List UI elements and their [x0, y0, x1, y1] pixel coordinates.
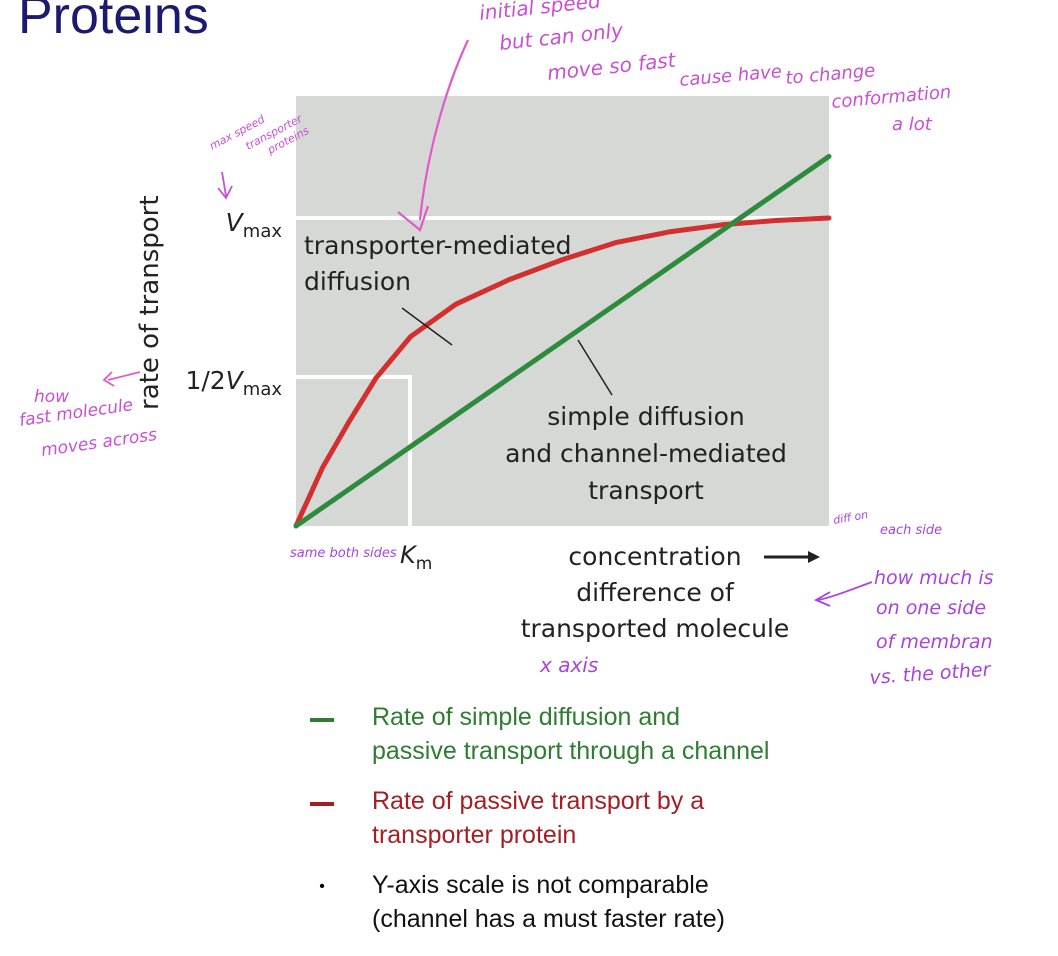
- note-diff-2: each side: [880, 523, 942, 538]
- annotation-arrow-how-fast-icon: [102, 371, 141, 387]
- legend-item-note: • Y-axis scale is not comparable (channe…: [310, 868, 930, 936]
- note-cause-3: conformation: [831, 82, 952, 113]
- note-cause-2: to change: [785, 60, 877, 89]
- note-how-fast-3: moves across: [40, 425, 158, 461]
- annotation-arrow-initial-speed: [418, 39, 469, 221]
- note-how-much-2: on one side: [876, 597, 986, 619]
- note-initial-speed-3: move so fast: [546, 48, 678, 85]
- legend-swatch-red: [310, 802, 334, 806]
- x-axis-label-line-1: concentration: [568, 542, 741, 571]
- legend-text-note: Y-axis scale is not comparable (channel …: [372, 871, 725, 933]
- note-cause-4: a lot: [892, 114, 933, 135]
- kinetics-chart: transporter-mediated diffusion simple di…: [18, 0, 994, 689]
- note-same-both-sides: same both sides: [290, 546, 397, 561]
- simple-leader-line: [577, 339, 613, 396]
- note-how-much-4: vs. the other: [869, 659, 992, 689]
- annotation-arrowhead-initial-speed-icon: [397, 205, 430, 232]
- series-layer: [293, 153, 832, 529]
- annotation-arrow-max-speed-icon: [217, 171, 233, 200]
- slide-title: Proteins: [18, 0, 209, 45]
- half-vmax-km-line: [296, 375, 412, 526]
- simple-label-line-2: and channel-mediated: [505, 439, 787, 468]
- simple-label-line-3: transport: [588, 476, 704, 505]
- series-simple-diffusion-line: [293, 153, 832, 529]
- series-transporter-line: [293, 215, 832, 529]
- note-initial-speed-2: but can only: [498, 18, 625, 55]
- note-how-much-3: of membran: [876, 631, 993, 653]
- x-axis-label-line-3: transported molecule: [521, 614, 790, 643]
- y-tick-half-vmax: 1/2Vmax: [185, 366, 282, 400]
- legend-item-transporter: Rate of passive transport by a transport…: [310, 784, 930, 852]
- x-tick-km: Km: [400, 541, 432, 574]
- simple-label-line-1: simple diffusion: [547, 402, 744, 431]
- legend: Rate of simple diffusion and passive tra…: [310, 700, 930, 952]
- annotation-arrow-how-much-icon: [813, 581, 873, 607]
- legend-item-simple-diffusion: Rate of simple diffusion and passive tra…: [310, 700, 930, 768]
- note-how-fast-1: how: [34, 387, 69, 407]
- note-how-much-1: how much is: [874, 567, 994, 589]
- note-cause-1: cause have: [679, 61, 783, 91]
- y-axis-label: rate of transport: [135, 195, 165, 410]
- transporter-label-line-2: diffusion: [304, 267, 411, 296]
- x-axis-label-line-2: difference of: [576, 578, 735, 607]
- x-axis-arrow-icon: [764, 551, 820, 563]
- legend-text-simple-diffusion: Rate of simple diffusion and passive tra…: [372, 703, 770, 765]
- y-tick-vmax: Vmax: [226, 208, 283, 242]
- transporter-label-line-1: transporter-mediated: [304, 231, 572, 260]
- plot-area: [296, 96, 829, 526]
- bullet-icon: •: [319, 878, 325, 895]
- legend-text-transporter: Rate of passive transport by a transport…: [372, 787, 705, 849]
- note-x-axis: x axis: [539, 653, 598, 677]
- legend-swatch-green: [310, 718, 334, 722]
- note-diff-1: diff on: [832, 508, 869, 527]
- transporter-leader-line: [401, 307, 453, 346]
